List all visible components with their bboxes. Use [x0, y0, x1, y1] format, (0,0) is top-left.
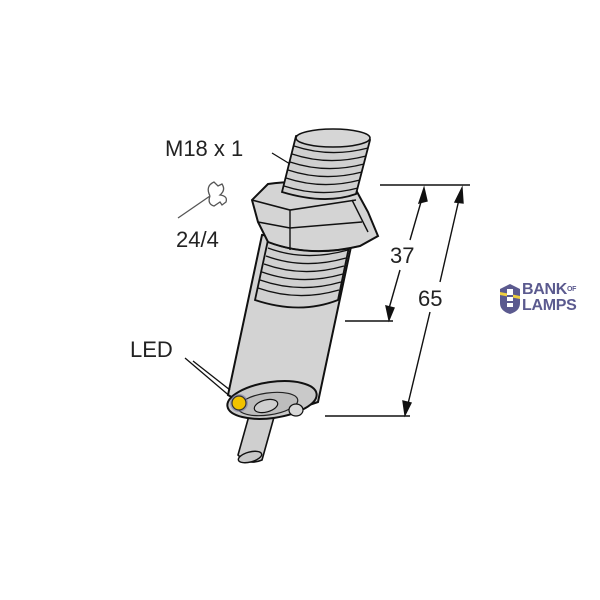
led-indicator [230, 394, 248, 412]
dimension-lines [325, 184, 470, 418]
thread-lower [253, 239, 352, 309]
led-label: LED [130, 337, 173, 362]
wrench-icon [177, 181, 228, 219]
dimension-37-label: 37 [390, 243, 415, 268]
lighthouse-shield-icon [500, 284, 520, 314]
logo-line2: LAMPS [522, 297, 577, 314]
bank-of-lamps-logo: BANKOF LAMPS [499, 282, 600, 318]
logo-line1: BANK [522, 281, 568, 298]
thread-upper [280, 128, 372, 200]
leader-lines [184, 152, 291, 399]
dimension-65-label: 65 [418, 286, 443, 311]
logo-wordmark: BANKOF LAMPS [522, 282, 577, 314]
logo-of: OF [567, 286, 577, 293]
hex-nut [250, 181, 380, 253]
wrench-size-label: 24/4 [176, 227, 219, 252]
thread-label: M18 x 1 [165, 136, 244, 161]
